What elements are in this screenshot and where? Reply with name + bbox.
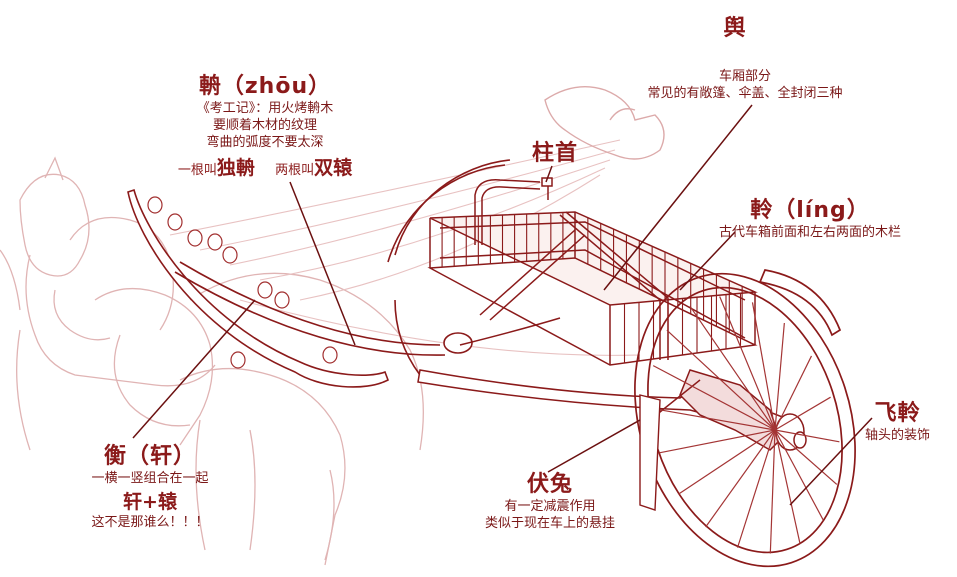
label-futu: 伏兔 有一定减震作用 类似于现在车上的悬挂 [455,466,645,532]
label-feiling: 飞軨 轴头的装饰 [840,395,955,444]
zhou-title: 輈（zhōu） [198,74,332,99]
yoke-rings [147,196,338,369]
zhou-double-prefix: 两根叫 [275,163,315,178]
wheel-spoke [666,329,776,431]
wheel-spoke [774,429,838,485]
shaft-zhou [127,188,473,388]
feiling-title: 飞軨 [874,401,921,426]
yu-line-1: 车厢部分 [718,69,771,84]
wheel-spoke [774,355,813,431]
ling-line-1: 古代车箱前面和左右两面的木栏 [718,225,901,240]
yu-line-2: 常见的有敞篷、伞盖、全封闭三种 [647,86,843,101]
rear-wheel [387,159,511,376]
futu-title: 伏兔 [526,472,573,497]
wheel-spoke [774,429,824,521]
wheel-spoke [659,429,776,454]
wheel-spoke [650,407,776,431]
wheel-spoke [751,302,776,431]
railing-bars [441,212,743,363]
zhou-line-1: 《考工记》：用火烤輈木 [196,101,334,116]
label-ling: 軨（líng） 古代车箱前面和左右两面的木栏 [690,192,930,241]
wheel-spoke [652,365,776,431]
feiling-line-1: 轴头的装饰 [864,428,930,443]
heng-line-1: 一横一竖组合在一起 [91,471,209,486]
wheel-spokes [650,296,840,554]
label-yu-desc: 车厢部分 常见的有敞篷、伞盖、全封闭三种 [600,68,890,102]
wheel-spoke [736,429,776,548]
heng-line-2: 这不是那谁么！！！ [91,515,209,530]
label-heng: 衡（轩） 一横一竖组合在一起 轩+辕 这不是那谁么！！！ [60,438,240,531]
zhou-line-3: 弯曲的弧度不要太深 [206,135,324,150]
heng-title: 衡（轩） [103,444,196,469]
zhushou-title: 柱首 [531,141,578,166]
leader-lines [132,104,873,506]
wheel-spoke [678,429,776,495]
driver-hand-sketch [544,85,665,160]
label-yu: 舆 [700,10,770,42]
wheel-spoke [769,429,776,554]
futu-line-1: 有一定减震作用 [504,499,596,514]
zhou-single-prefix: 一根叫 [177,163,217,178]
wheel-spoke [774,396,831,431]
heng-formula: 轩+辕 [123,491,177,513]
wheel-spoke [774,429,801,544]
horses-sketch [0,156,424,566]
yu-title: 舆 [723,16,747,41]
wheel-spoke [774,429,840,443]
wheel-spoke [719,296,776,431]
zhou-line-2: 要顺着木材的纹理 [212,118,317,133]
label-zhou: 輈（zhōu） 《考工记》：用火烤輈木 要顺着木材的纹理 弯曲的弧度不要太深 一… [150,68,380,180]
axle [417,369,807,451]
zhou-single-term: 独輈 [216,157,255,179]
ling-title: 軨（líng） [750,198,870,223]
wheel-spoke [705,429,776,528]
fu-tu-block [639,394,661,511]
label-zhushou: 柱首 [520,135,590,167]
zhou-double-term: 双辕 [314,157,353,179]
wheel-spoke [689,305,776,431]
futu-line-2: 类似于现在车上的悬挂 [484,516,615,531]
wheel-spoke [774,322,785,431]
